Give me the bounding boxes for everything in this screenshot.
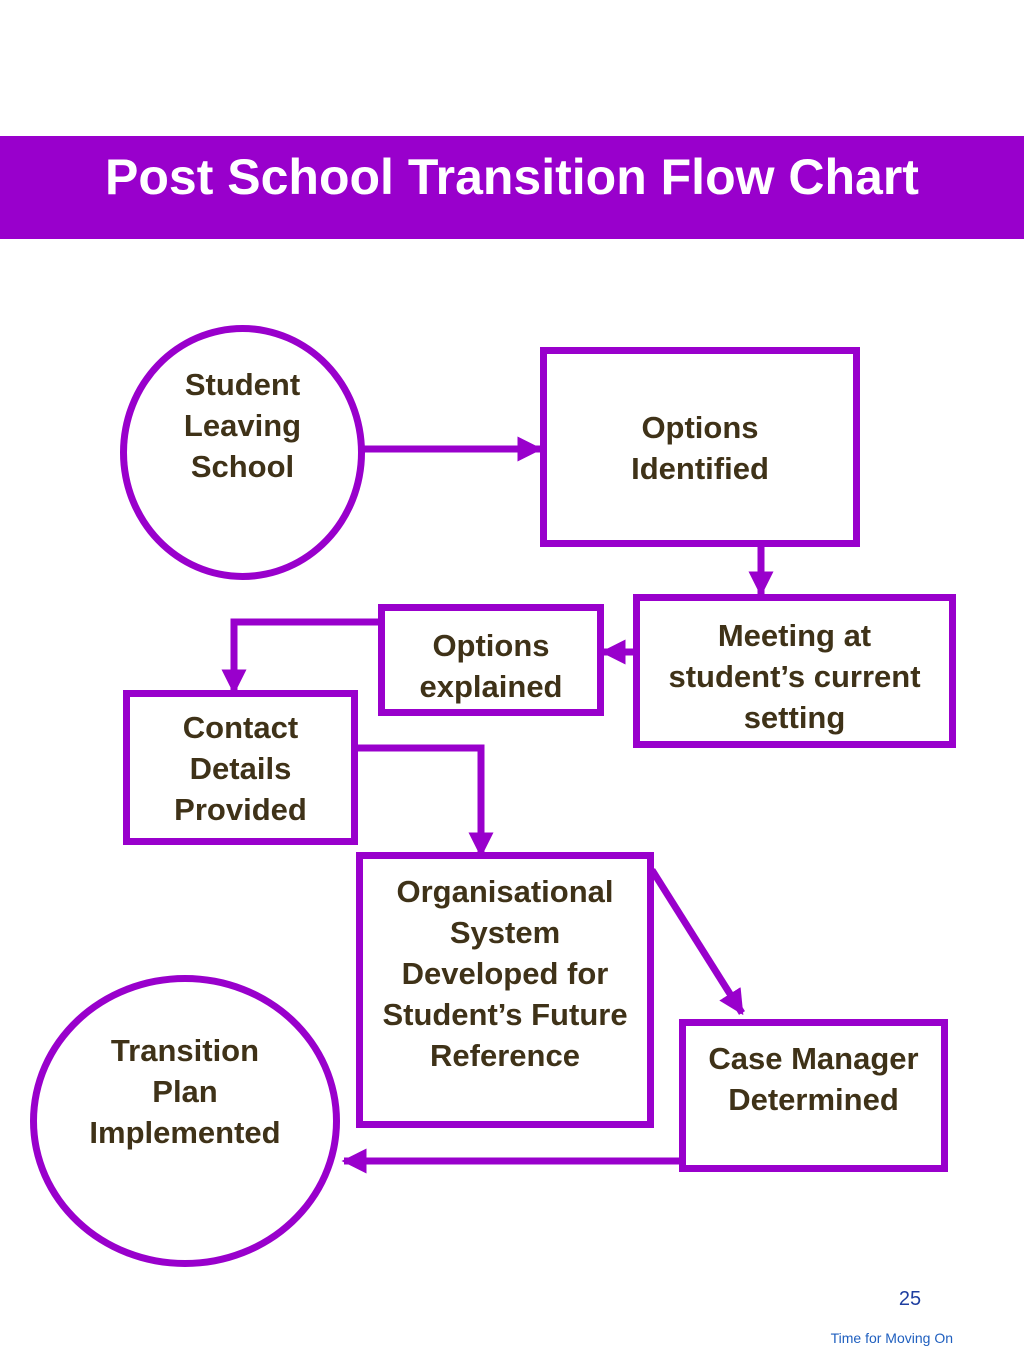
node-label: Options explained	[419, 628, 563, 704]
node-label: Contact Details Provided	[174, 710, 307, 827]
node-case-manager: Case Manager Determined	[679, 1019, 948, 1172]
node-contact-details: Contact Details Provided	[123, 690, 358, 845]
node-label: Options Identified	[631, 410, 769, 486]
node-label: Organisational System Developed for Stud…	[382, 874, 628, 1073]
arrow-contact-details-to-organisational-system	[355, 744, 494, 858]
title-band	[0, 136, 1024, 239]
node-options-identified: Options Identified	[540, 347, 860, 547]
arrow-options-explained-to-contact-details	[221, 618, 382, 695]
footer-text: Time for Moving On	[830, 1330, 953, 1346]
node-label: Student Leaving School	[183, 366, 302, 484]
node-label: Transition Plan Implemented	[89, 1032, 281, 1150]
node-label: Case Manager Determined	[708, 1041, 919, 1117]
node-options-explained: Options explained	[378, 604, 604, 716]
slide-title: Post School Transition Flow Chart	[105, 149, 919, 205]
node-student-leaving-school: Student Leaving School	[120, 325, 365, 580]
node-organisational-system: Organisational System Developed for Stud…	[356, 852, 654, 1128]
node-meeting: Meeting at student’s current setting	[633, 594, 956, 748]
node-label: Meeting at student’s current setting	[668, 618, 921, 735]
arrow-organisational-system-to-case-manager	[649, 868, 745, 1016]
node-transition-plan: Transition Plan Implemented	[30, 975, 340, 1267]
page-number: 25	[898, 1288, 922, 1310]
